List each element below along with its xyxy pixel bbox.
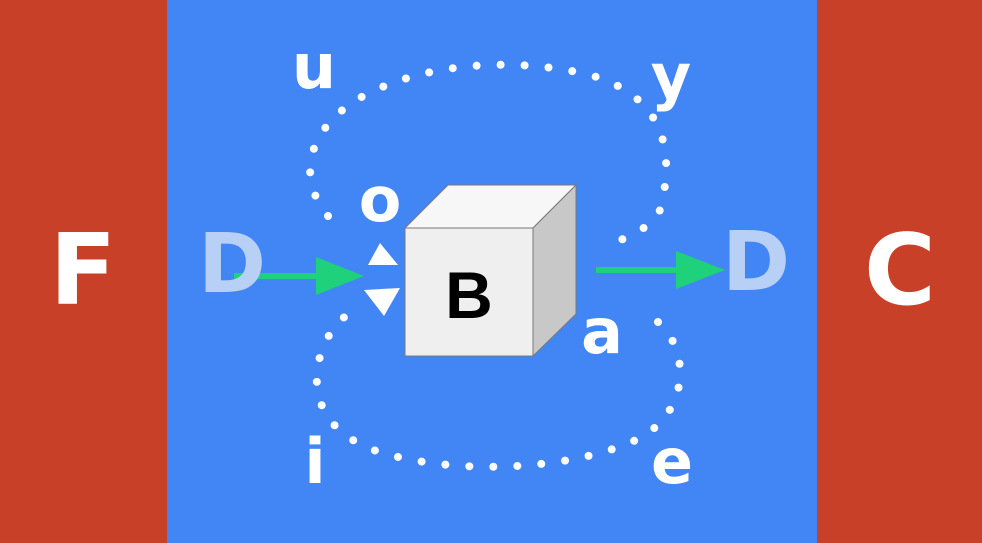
vowel-e: e — [650, 425, 694, 498]
vowel-u: u — [291, 30, 337, 103]
left-panel-letter: F — [49, 214, 117, 328]
vowel-i: i — [304, 425, 326, 498]
vowel-o: o — [358, 163, 402, 236]
vowel-y: y — [650, 40, 692, 113]
upper-triangle-marker — [368, 243, 398, 265]
dotted-loop-path — [306, 60, 685, 471]
right-panel: C — [817, 0, 982, 543]
box-label: B — [445, 258, 493, 332]
vowel-a: a — [581, 295, 623, 368]
process-box: B — [403, 183, 578, 358]
lower-triangle-marker — [364, 288, 400, 316]
incoming-arrow — [234, 257, 364, 295]
outgoing-letter: D — [721, 215, 791, 310]
outgoing-arrow — [596, 251, 725, 289]
right-panel-letter: C — [864, 214, 936, 328]
incoming-letter: D — [197, 217, 267, 312]
left-panel: F — [0, 0, 167, 543]
